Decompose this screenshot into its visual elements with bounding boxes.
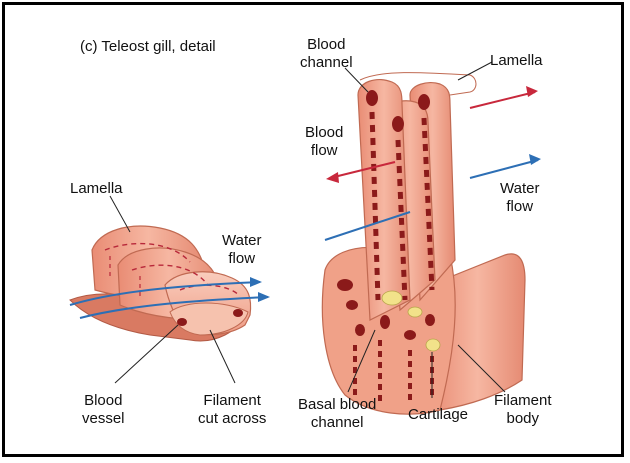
leader-line [110,196,130,232]
label-line: Blood [82,392,125,410]
label-line: Water [500,180,539,198]
leader-line [210,330,235,383]
label-line: Filament [494,392,552,410]
left-gill-filament [70,196,270,383]
label-lamella-left: Lamella [70,180,123,198]
label-line: flow [222,250,261,268]
label-line: body [494,410,552,428]
blood-vessel-dot [233,309,243,317]
blood-blob [380,315,390,329]
water-arrowhead [258,292,270,302]
label-line: vessel [82,410,125,428]
label-blood-flow: Blood flow [305,124,343,160]
label-line: flow [500,198,539,216]
label-line: cut across [198,410,266,428]
water-flow-arrow [470,160,538,178]
blood-channel-dot [366,90,378,106]
blood-blob [337,279,353,291]
leader-line [458,62,492,80]
cartilage-blob [426,339,440,351]
label-line: Blood [305,124,343,142]
blood-blob [404,330,416,340]
cartilage-blob [408,307,422,317]
label-cartilage: Cartilage [408,406,468,424]
blood-blob [346,300,358,310]
figure-title: (c) Teleost gill, detail [80,38,216,56]
label-lamella-right: Lamella [490,52,543,70]
right-gill-filament [322,62,541,414]
cartilage-blob [382,291,402,305]
water-arrowhead [529,154,541,165]
blood-blob [355,324,365,336]
blood-arrowhead [526,86,538,97]
label-line: Basal blood [298,396,376,414]
blood-channel-dot [392,116,404,132]
blood-channel-dot [418,94,430,110]
label-water-flow-right: Water flow [500,180,539,216]
label-line: Water [222,232,261,250]
label-blood-channel: Blood channel [300,36,353,72]
blood-vessel-dot [177,318,187,326]
label-blood-vessel: Blood vessel [82,392,125,428]
label-line: channel [298,414,376,432]
label-filament-cut: Filament cut across [198,392,266,428]
label-line: Filament [198,392,266,410]
blood-arrowhead [326,172,339,183]
label-filament-body: Filament body [494,392,552,428]
blood-blob [425,314,435,326]
label-line: Blood [300,36,353,54]
label-basal-blood-channel: Basal blood channel [298,396,376,432]
label-water-flow-left: Water flow [222,232,261,268]
label-line: channel [300,54,353,72]
water-arrowhead [250,277,262,287]
label-line: flow [305,142,343,160]
blood-flow-arrow [470,92,535,108]
